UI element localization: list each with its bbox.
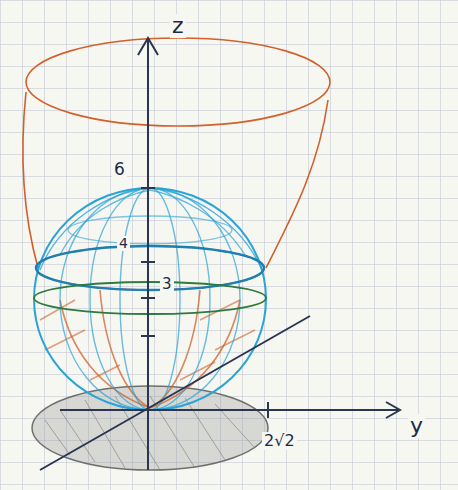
- tick-value: 6: [112, 160, 127, 179]
- sphere: [34, 188, 266, 410]
- axis-name: y: [408, 414, 425, 438]
- axes: [40, 38, 400, 470]
- tick-value: 3: [160, 276, 174, 293]
- equator-circle: [34, 282, 266, 314]
- tick-value: 4: [117, 236, 130, 251]
- axis-name: z: [170, 14, 186, 38]
- projection-disk: [32, 386, 268, 470]
- tick-value: 2√2: [262, 432, 297, 450]
